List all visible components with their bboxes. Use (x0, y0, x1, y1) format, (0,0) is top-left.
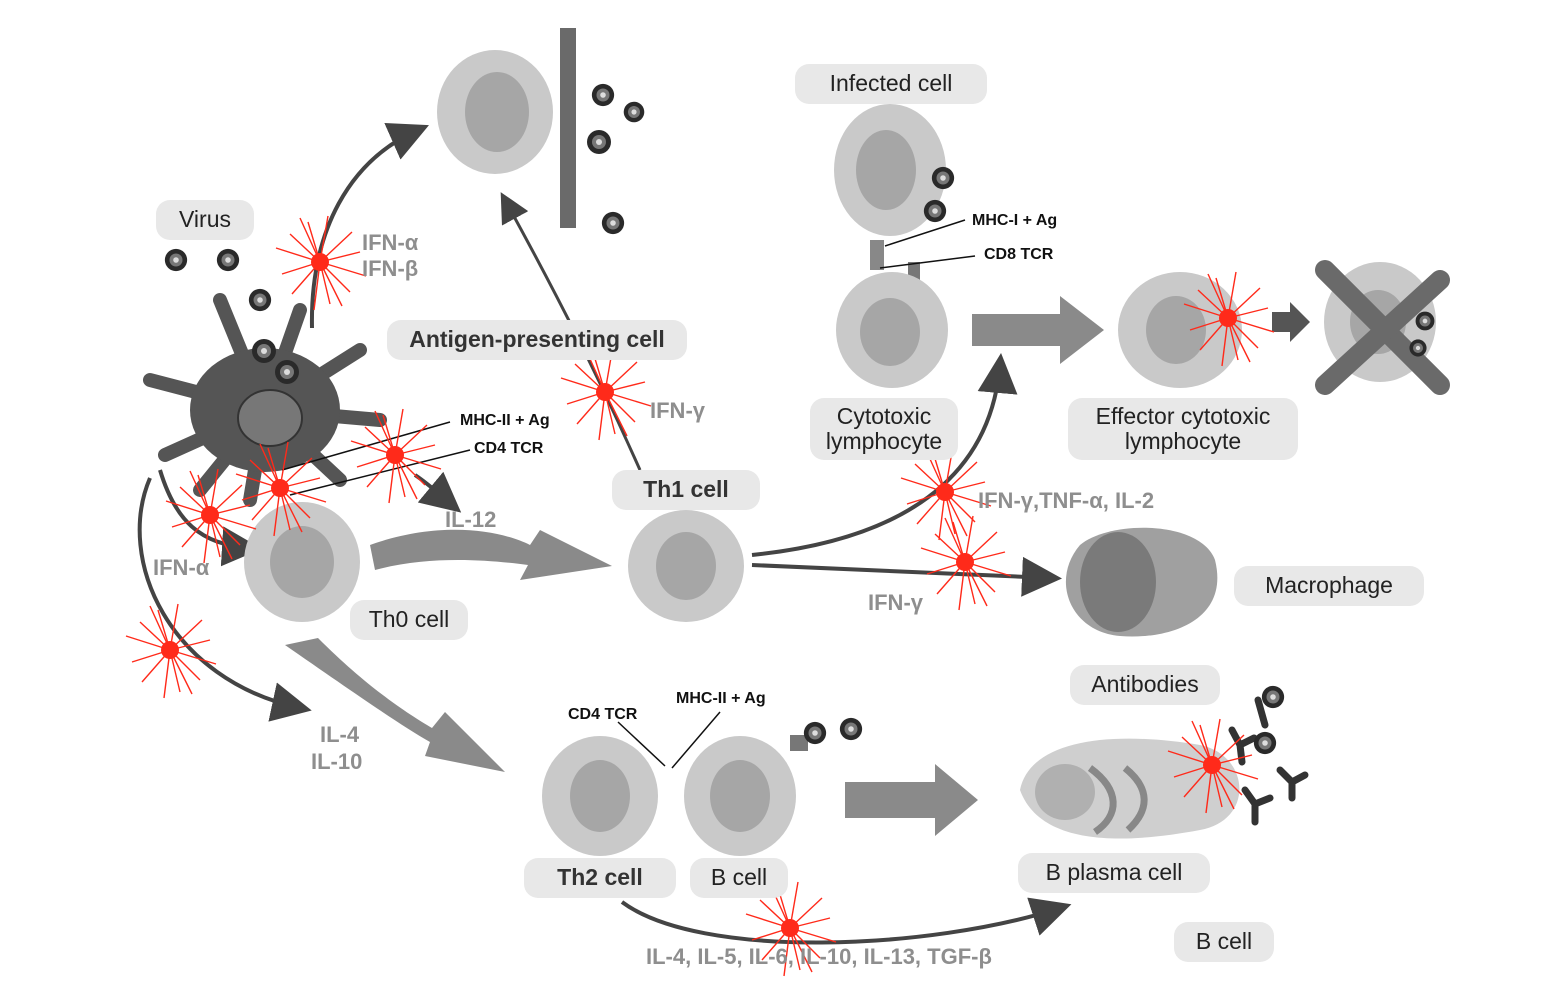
cytotoxic-lymphocyte-cell (836, 272, 948, 388)
effector-to-dead-arrow (1272, 302, 1310, 342)
th2-cell (542, 736, 658, 856)
apc-to-th2-arrow (137, 477, 312, 722)
dendritic-cell (143, 293, 387, 507)
cytotoxic-line-1: Cytotoxic (836, 402, 932, 429)
antibodies-label: Antibodies (1070, 665, 1220, 705)
cytotoxic-line-2: lymphocyte (825, 428, 943, 454)
th2-to-plasma-block-arrow (845, 764, 978, 836)
th0-cell (244, 502, 360, 622)
th0-to-th2-wedge (285, 638, 505, 772)
cd4-tcr-th2-label: CD4 TCR (568, 706, 638, 723)
b-cell-bottom-label: B cell (1174, 922, 1274, 962)
il10-label: IL-10 (311, 749, 363, 774)
ifn-alpha-label-top: IFN-α (362, 230, 419, 255)
mhc2-ag-bcell-label: MHC-II + Ag (676, 690, 766, 707)
th0-cell-label: Th0 cell (350, 600, 468, 640)
b-cell-label: B cell (690, 858, 788, 898)
antibodies (1228, 696, 1309, 826)
dendritic-nucleus (237, 389, 303, 447)
apc-to-th0-arrow (158, 469, 262, 567)
infected-cell (834, 104, 946, 236)
mhc1-ag-label: MHC-I + Ag (972, 212, 1058, 229)
macrophage-label: Macrophage (1234, 566, 1424, 606)
ifn-gamma-apc-label: IFN-γ (650, 398, 705, 423)
effector-cell (1118, 272, 1242, 388)
cd8-tcr-label: CD8 TCR (984, 246, 1054, 263)
ctl-to-effector-arrow (972, 296, 1104, 364)
plasma-cell (1020, 738, 1240, 839)
burst-cores (161, 253, 1237, 937)
effector-line-1: Effector cytotoxic (1095, 402, 1271, 429)
cd4-tcr-apc-label: CD4 TCR (474, 440, 544, 457)
infected-cell-label: Infected cell (795, 64, 987, 104)
th1-to-macrophage-arrow (751, 556, 1062, 597)
ifn-alpha-label: IFN-α (153, 555, 210, 580)
th1-cell (628, 510, 744, 622)
th1-cell-label: Th1 cell (612, 470, 760, 510)
apc-il12-arrow (413, 471, 462, 513)
th2-to-plasma-arrow (620, 897, 1072, 945)
mhc2-ag-apc-label: MHC-II + Ag (460, 412, 550, 429)
il4-label: IL-4 (320, 722, 360, 747)
effector-line-2: lymphocyte (1124, 428, 1242, 454)
virus-label: Virus (156, 200, 254, 240)
il12-label: IL-12 (445, 507, 497, 532)
dead-cell (1315, 260, 1450, 395)
ifn-gamma-macrophage-label: IFN-γ (868, 590, 923, 615)
th2-cytokines-label: IL-4, IL-5, IL-6, IL-10, IL-13, TGF-β (646, 944, 992, 969)
cytotoxic-lymphocyte-label: Cytotoxic lymphocyte (810, 398, 958, 460)
apc-to-infected-arrow (309, 123, 429, 329)
target-cell-top (437, 50, 553, 174)
b-plasma-cell-label: B plasma cell (1018, 853, 1210, 893)
membrane-barrier (560, 28, 576, 228)
ifn-beta-label: IFN-β (362, 256, 419, 281)
block-arrows (285, 296, 1310, 836)
th2-cell-label: Th2 cell (524, 858, 676, 898)
b-cell (684, 735, 808, 856)
antigen-presenting-cell-label: Antigen-presenting cell (387, 320, 687, 360)
ifn-tnf-il2-label: IFN-γ,TNF-α, IL-2 (978, 488, 1155, 513)
macrophage-cell (1065, 527, 1218, 637)
effector-cytotoxic-lymphocyte-label: Effector cytotoxic lymphocyte (1068, 398, 1298, 460)
th0-to-th1-wedge (370, 529, 612, 580)
